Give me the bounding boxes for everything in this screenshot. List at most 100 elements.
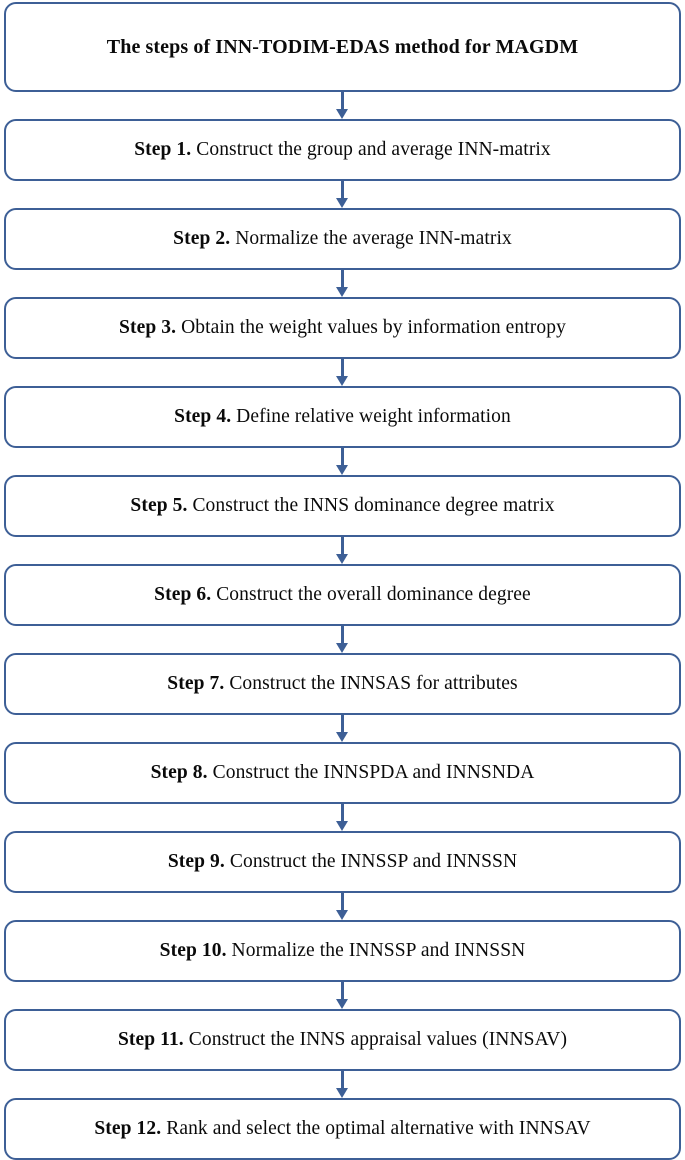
flowchart-node-wrapper: Step 8. Construct the INNSPDA and INNSND…	[4, 742, 681, 804]
step-label: Step 9.	[167, 850, 225, 872]
flowchart-node-wrapper: The steps of INN-TODIM-EDAS method for M…	[4, 2, 681, 92]
flowchart-step-box: Step 8. Construct the INNSPDA and INNSND…	[4, 742, 681, 804]
step-label: Step 5.	[130, 494, 188, 516]
flowchart-step-box: Step 12. Rank and select the optimal alt…	[4, 1098, 681, 1160]
step-label: Step 8.	[150, 761, 208, 783]
flowchart-node-wrapper: Step 7. Construct the INNSAS for attribu…	[4, 653, 681, 715]
step-text: Step 4. Define relative weight informati…	[174, 406, 511, 428]
step-description: Construct the INNSAS for attributes	[229, 672, 518, 694]
down-arrow-icon	[4, 181, 681, 208]
flowchart-step-box: Step 11. Construct the INNS appraisal va…	[4, 1009, 681, 1071]
down-arrow-icon	[4, 804, 681, 831]
arrow-head	[336, 1088, 348, 1098]
step-description: Construct the INNS appraisal values (INN…	[188, 1028, 568, 1050]
arrow-shaft	[341, 537, 344, 556]
flowchart-step-box: Step 7. Construct the INNSAS for attribu…	[4, 653, 681, 715]
step-label: Step 3.	[119, 316, 177, 338]
step-text: Step 12. Rank and select the optimal alt…	[94, 1118, 590, 1140]
step-text: Step 6. Construct the overall dominance …	[154, 584, 531, 606]
arrow-head	[336, 732, 348, 742]
flowchart-step-box: Step 2. Normalize the average INN-matrix	[4, 208, 681, 270]
flowchart-step-box: Step 5. Construct the INNS dominance deg…	[4, 475, 681, 537]
arrow-head	[336, 287, 348, 297]
flowchart-step-box: Step 10. Normalize the INNSSP and INNSSN	[4, 920, 681, 982]
flowchart-step-box: Step 6. Construct the overall dominance …	[4, 564, 681, 626]
step-label: Step 7.	[167, 672, 225, 694]
arrow-shaft	[341, 626, 344, 645]
arrow-shaft	[341, 804, 344, 823]
down-arrow-icon	[4, 626, 681, 653]
arrow-head	[336, 821, 348, 831]
step-text: Step 8. Construct the INNSPDA and INNSND…	[151, 762, 535, 784]
flowchart-node-wrapper: Step 2. Normalize the average INN-matrix	[4, 208, 681, 270]
flowchart-node-wrapper: Step 9. Construct the INNSSP and INNSSN	[4, 831, 681, 893]
arrow-head	[336, 999, 348, 1009]
down-arrow-icon	[4, 448, 681, 475]
arrow-shaft	[341, 1071, 344, 1090]
step-text: Step 2. Normalize the average INN-matrix	[173, 228, 512, 250]
arrow-head	[336, 910, 348, 920]
down-arrow-icon	[4, 359, 681, 386]
arrow-shaft	[341, 92, 344, 111]
flowchart-node-wrapper: Step 3. Obtain the weight values by info…	[4, 297, 681, 359]
down-arrow-icon	[4, 1071, 681, 1098]
down-arrow-icon	[4, 92, 681, 119]
step-description: Construct the INNSPDA and INNSNDA	[212, 761, 535, 783]
step-label: Step 12.	[94, 1117, 162, 1139]
step-label: Step 2.	[173, 227, 231, 249]
flowchart-node-wrapper: Step 1. Construct the group and average …	[4, 119, 681, 181]
step-description: Normalize the average INN-matrix	[235, 227, 512, 249]
flowchart-node-wrapper: Step 10. Normalize the INNSSP and INNSSN	[4, 920, 681, 982]
step-text: Step 5. Construct the INNS dominance deg…	[130, 495, 554, 517]
step-text: Step 11. Construct the INNS appraisal va…	[118, 1029, 567, 1051]
arrow-head	[336, 198, 348, 208]
arrow-shaft	[341, 715, 344, 734]
step-description: Rank and select the optimal alternative …	[166, 1117, 591, 1139]
step-description: The steps of INN-TODIM-EDAS method for M…	[106, 35, 579, 58]
step-description: Construct the INNS dominance degree matr…	[192, 494, 555, 516]
step-description: Construct the INNSSP and INNSSN	[229, 850, 518, 872]
step-text: Step 10. Normalize the INNSSP and INNSSN	[160, 940, 526, 962]
down-arrow-icon	[4, 270, 681, 297]
step-text: Step 9. Construct the INNSSP and INNSSN	[168, 851, 517, 873]
flowchart-node-wrapper: Step 5. Construct the INNS dominance deg…	[4, 475, 681, 537]
step-text: Step 3. Obtain the weight values by info…	[119, 317, 566, 339]
flowchart-step-box: Step 3. Obtain the weight values by info…	[4, 297, 681, 359]
step-label: Step 10.	[159, 939, 227, 961]
flowchart-node-wrapper: Step 4. Define relative weight informati…	[4, 386, 681, 448]
step-label: Step 6.	[154, 583, 212, 605]
arrow-head	[336, 643, 348, 653]
arrow-shaft	[341, 448, 344, 467]
flowchart-step-box: Step 9. Construct the INNSSP and INNSSN	[4, 831, 681, 893]
arrow-head	[336, 465, 348, 475]
step-label: Step 1.	[134, 138, 192, 160]
step-text: Step 1. Construct the group and average …	[134, 139, 551, 161]
flowchart-step-box: Step 4. Define relative weight informati…	[4, 386, 681, 448]
flowchart-title-box: The steps of INN-TODIM-EDAS method for M…	[4, 2, 681, 92]
flowchart-node-wrapper: Step 6. Construct the overall dominance …	[4, 564, 681, 626]
down-arrow-icon	[4, 537, 681, 564]
step-label: Step 11.	[117, 1028, 184, 1050]
page-title: The steps of INN-TODIM-EDAS method for M…	[107, 36, 578, 59]
arrow-shaft	[341, 270, 344, 289]
step-description: Define relative weight information	[236, 405, 511, 427]
arrow-head	[336, 109, 348, 119]
step-description: Normalize the INNSSP and INNSSN	[231, 939, 526, 961]
flowchart-node-wrapper: Step 12. Rank and select the optimal alt…	[4, 1098, 681, 1160]
arrow-shaft	[341, 359, 344, 378]
arrow-shaft	[341, 181, 344, 200]
arrow-shaft	[341, 982, 344, 1001]
arrow-head	[336, 376, 348, 386]
step-label: Step 4.	[174, 405, 232, 427]
step-text: Step 7. Construct the INNSAS for attribu…	[167, 673, 517, 695]
down-arrow-icon	[4, 893, 681, 920]
arrow-head	[336, 554, 348, 564]
down-arrow-icon	[4, 715, 681, 742]
step-description: Construct the overall dominance degree	[216, 583, 531, 605]
flowchart-node-wrapper: Step 11. Construct the INNS appraisal va…	[4, 1009, 681, 1071]
down-arrow-icon	[4, 982, 681, 1009]
arrow-shaft	[341, 893, 344, 912]
flowchart-step-box: Step 1. Construct the group and average …	[4, 119, 681, 181]
step-description: Obtain the weight values by information …	[181, 316, 566, 338]
